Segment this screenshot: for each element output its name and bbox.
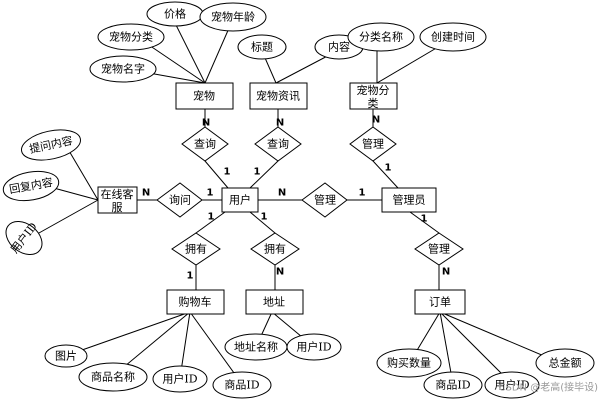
entity-order-label: 订单 bbox=[429, 296, 451, 309]
card-manage-admin: 1 bbox=[359, 188, 366, 199]
card-pet-query: N bbox=[202, 118, 210, 129]
card-manage-category-admin: 1 bbox=[385, 163, 392, 174]
card-admin-manage-order: 1 bbox=[421, 214, 428, 225]
rel-query-pet-label: 查询 bbox=[194, 137, 216, 151]
rel-query-pet: 查询 bbox=[181, 126, 229, 162]
card-news-query: N bbox=[276, 118, 284, 129]
entity-admin: 管理员 bbox=[381, 187, 437, 213]
rel-own-address: 拥有 bbox=[250, 232, 300, 266]
card-user-manage: N bbox=[278, 188, 286, 199]
attr-order-total: 总金额 bbox=[535, 348, 595, 378]
rel-own-address-label: 拥有 bbox=[264, 242, 286, 256]
rel-query-news: 查询 bbox=[254, 126, 302, 162]
attr-service-user-id: 用户ID bbox=[5, 219, 43, 256]
attr-pet-category: 宠物分类 bbox=[97, 23, 165, 51]
card-inquire-user: 1 bbox=[207, 188, 214, 199]
attr-question-content: 提问内容 bbox=[21, 129, 81, 161]
rel-own-cart: 拥有 bbox=[171, 232, 221, 266]
attr-pet-age: 宠物年龄 bbox=[199, 2, 267, 32]
rel-manage-order: 管理 bbox=[414, 232, 464, 266]
entity-cart: 购物车 bbox=[166, 289, 225, 315]
entity-pet-category-label-line2: 类 bbox=[368, 96, 379, 110]
attr-address-user-id-label: 用户ID bbox=[296, 340, 331, 354]
entity-online-service-label-wrap: 在线客服 bbox=[101, 187, 134, 214]
attr-cart-product-name: 商品名称 bbox=[78, 362, 148, 392]
attr-news-content-label: 内容 bbox=[328, 40, 350, 54]
card-own-address-address: N bbox=[276, 267, 284, 278]
attr-pet-price-label: 价格 bbox=[164, 7, 186, 21]
attr-create-time-label: 创建时间 bbox=[431, 30, 475, 44]
attr-cart-product-id: 商品ID bbox=[212, 371, 272, 399]
attr-reply-content: 回复内容 bbox=[2, 170, 60, 202]
attr-news-title-label: 标题 bbox=[251, 40, 273, 54]
entity-admin-label: 管理员 bbox=[393, 193, 426, 207]
attr-order-quantity: 购买数量 bbox=[376, 348, 442, 378]
rel-manage-category-label: 管理 bbox=[362, 137, 384, 151]
entity-user-label: 用户 bbox=[229, 193, 251, 207]
attr-pet-name-label: 宠物名字 bbox=[101, 62, 145, 76]
attr-cart-product-name-label: 商品名称 bbox=[91, 370, 135, 384]
attr-news-title: 标题 bbox=[237, 34, 287, 60]
attr-cart-product-id-label: 商品ID bbox=[224, 378, 259, 392]
attr-order-user-id-label: 用户ID bbox=[494, 378, 529, 392]
attr-pet-price: 价格 bbox=[146, 1, 204, 27]
attr-pet-category-label: 宠物分类 bbox=[109, 30, 153, 44]
attr-order-total-label: 总金额 bbox=[549, 356, 582, 370]
entity-boxes: 宠物 宠物资讯 宠物分类 在线客服 用户 管理员 购物车 地址 bbox=[97, 82, 466, 315]
rel-manage-category: 管理 bbox=[349, 126, 397, 162]
attr-cart-image-label: 图片 bbox=[55, 350, 77, 363]
attr-create-time: 创建时间 bbox=[419, 22, 487, 52]
card-user-own-cart: 1 bbox=[208, 212, 215, 223]
card-manage-order-order: N bbox=[442, 267, 450, 278]
rel-inquire: 询问 bbox=[156, 182, 203, 218]
cardinality-labels: N 1 N 1 N 1 N 1 N 1 1 1 1 N 1 N bbox=[142, 115, 450, 282]
watermark: CSDN @老高(接毕设) bbox=[499, 381, 599, 394]
attr-category-name-label: 分类名称 bbox=[359, 30, 403, 44]
attr-order-quantity-label: 购买数量 bbox=[387, 356, 431, 370]
entity-cart-label: 购物车 bbox=[179, 295, 212, 309]
entity-online-service-label: 在线客 bbox=[101, 187, 134, 201]
entity-pet-label: 宠物 bbox=[193, 89, 215, 103]
entity-online-service: 在线客服 bbox=[97, 186, 138, 214]
relationship-diamonds: 查询 查询 管理 询问 管理 拥有 拥有 管理 bbox=[156, 126, 464, 266]
card-service-inquire: N bbox=[142, 188, 150, 199]
entity-pet-category-label: 宠物分 bbox=[357, 83, 390, 97]
attr-category-name: 分类名称 bbox=[347, 22, 415, 52]
card-query-news-user: 1 bbox=[254, 167, 261, 178]
entity-pet-category: 宠物分类 bbox=[349, 82, 398, 110]
entity-pet-news: 宠物资讯 bbox=[249, 82, 308, 110]
entity-order: 订单 bbox=[414, 289, 466, 315]
card-query-pet-user: 1 bbox=[224, 167, 231, 178]
attr-pet-age-label: 宠物年龄 bbox=[211, 10, 255, 24]
rel-manage-user: 管理 bbox=[301, 182, 348, 218]
rel-own-cart-label: 拥有 bbox=[185, 242, 207, 256]
attr-address-name-label: 地址名称 bbox=[234, 340, 278, 354]
entity-user: 用户 bbox=[221, 187, 259, 213]
entity-address-label: 地址 bbox=[263, 295, 285, 309]
card-own-cart-cart: 1 bbox=[187, 271, 194, 282]
rel-inquire-label: 询问 bbox=[169, 194, 191, 207]
attr-order-product-id: 商品ID bbox=[423, 371, 483, 399]
card-category-manage: N bbox=[372, 115, 380, 126]
entity-online-service-label-line2: 服 bbox=[112, 201, 123, 214]
attr-cart-image: 图片 bbox=[44, 344, 88, 368]
card-user-own-address: 1 bbox=[261, 212, 268, 223]
attr-order-product-id-label: 商品ID bbox=[435, 378, 470, 392]
attr-pet-name: 宠物名字 bbox=[89, 55, 157, 83]
rel-manage-order-label: 管理 bbox=[428, 242, 450, 256]
attr-address-user-id: 用户ID bbox=[286, 333, 342, 361]
rel-manage-user-label: 管理 bbox=[314, 193, 336, 207]
attr-address-name: 地址名称 bbox=[224, 333, 288, 361]
attr-order-user-id: 用户ID bbox=[484, 371, 540, 399]
rel-query-news-label: 查询 bbox=[267, 137, 289, 151]
entity-pet-news-label: 宠物资讯 bbox=[256, 89, 300, 103]
attr-cart-user-id-label: 用户ID bbox=[162, 372, 197, 386]
entity-address: 地址 bbox=[245, 289, 304, 315]
entity-pet-category-label-line1: 宠物分类 bbox=[357, 83, 390, 110]
entity-pet: 宠物 bbox=[175, 82, 234, 110]
attr-cart-user-id: 用户ID bbox=[152, 365, 208, 393]
